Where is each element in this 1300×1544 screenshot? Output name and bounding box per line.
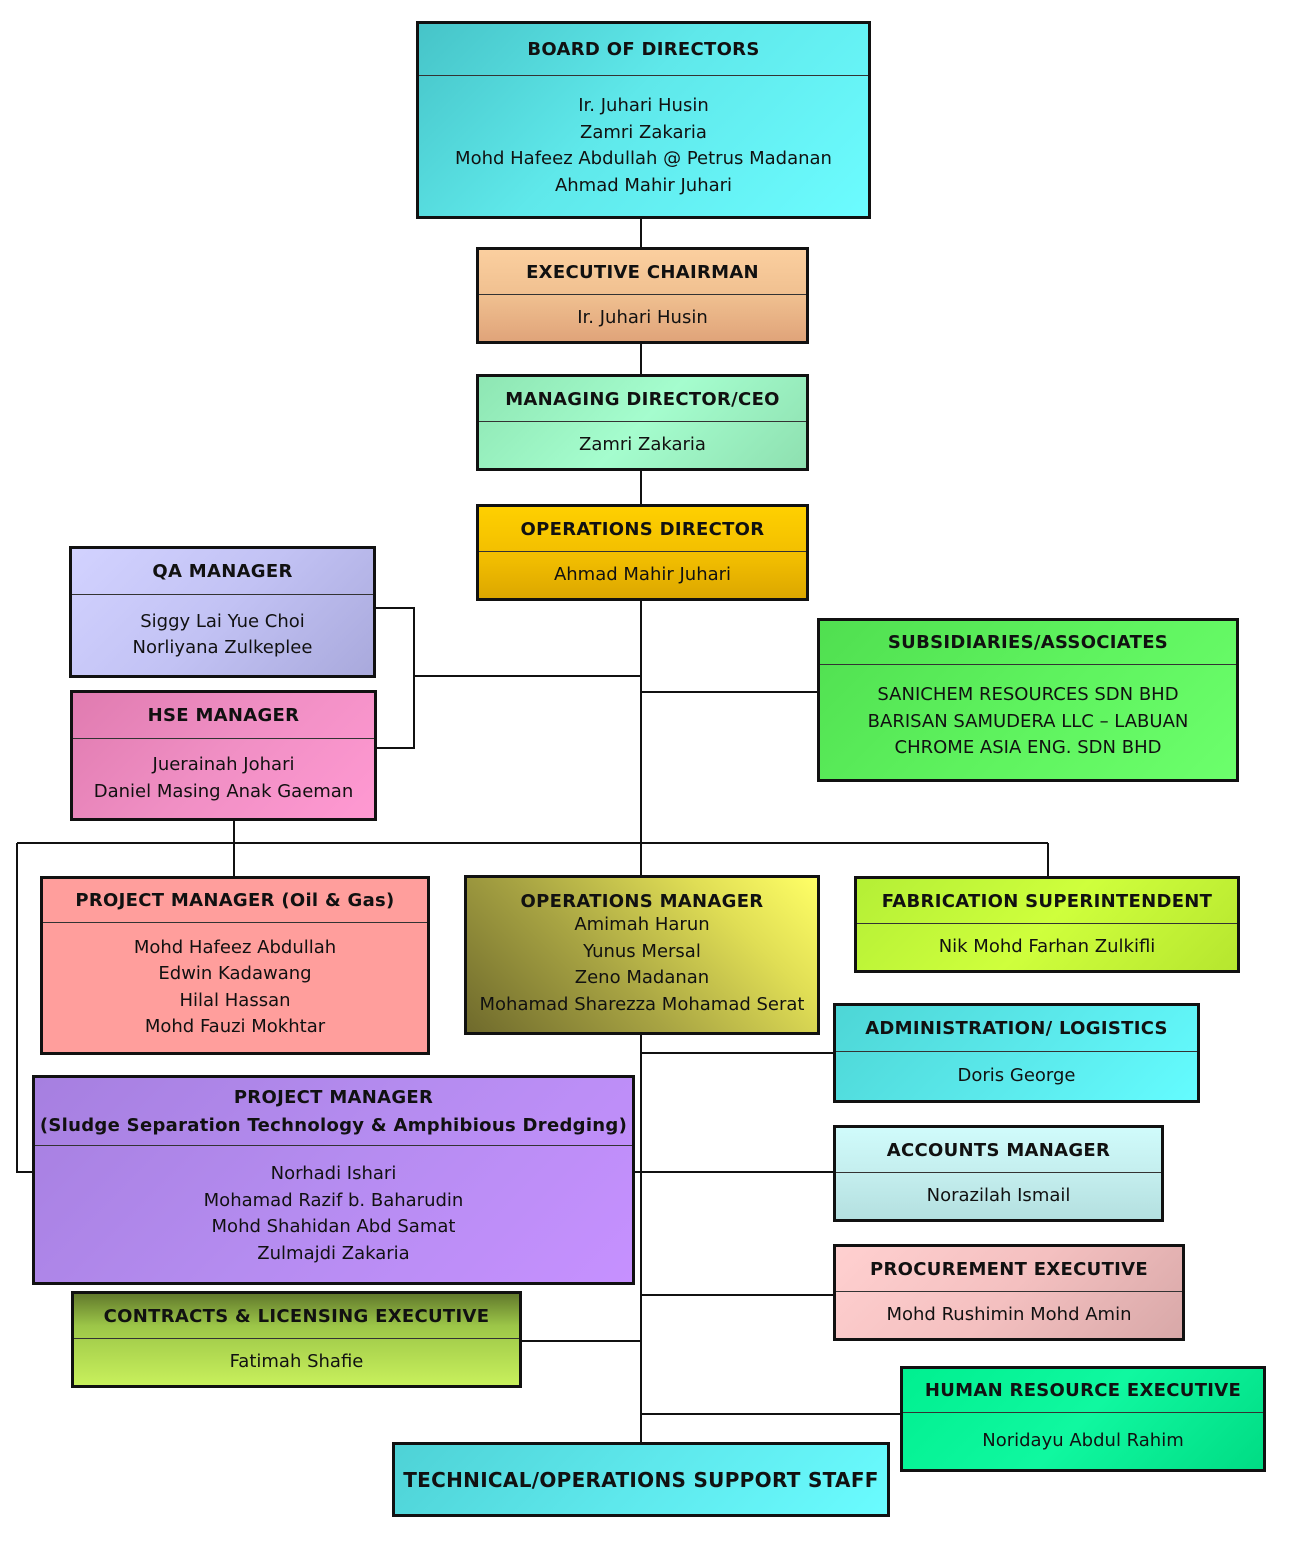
member-name: Hilal Hassan (179, 989, 291, 1011)
project-manager-sludge-box: PROJECT MANAGER (Sludge Separation Techn… (32, 1075, 635, 1285)
box-members: Amimah Harun Yunus Mersal Zeno Madanan M… (467, 912, 817, 1032)
box-title: FABRICATION SUPERINTENDENT (857, 879, 1237, 924)
member-name: Zamri Zakaria (579, 433, 706, 455)
box-title: PROJECT MANAGER (Sludge Separation Techn… (35, 1078, 632, 1146)
member-name: Juerainah Johari (152, 754, 295, 775)
box-title: PROCUREMENT EXECUTIVE (836, 1247, 1182, 1292)
box-title: OPERATIONS DIRECTOR (479, 507, 806, 552)
qa-manager-box: QA MANAGER Siggy Lai Yue Choi Norliyana … (69, 546, 376, 678)
box-members: Zamri Zakaria (479, 422, 806, 468)
box-members: Fatimah Shafie (74, 1339, 519, 1385)
administration-logistics-box: ADMINISTRATION/ LOGISTICS Doris George (833, 1003, 1200, 1103)
contracts-licensing-box: CONTRACTS & LICENSING EXECUTIVE Fatimah … (71, 1291, 522, 1388)
box-title: CONTRACTS & LICENSING EXECUTIVE (74, 1294, 519, 1339)
box-title: OPERATIONS MANAGER (520, 891, 764, 912)
company-name: SANICHEM RESOURCES SDN BHD (877, 684, 1179, 706)
box-members: Doris George (836, 1052, 1197, 1100)
member-name: Mohamad Sharezza Mohamad Serat (479, 993, 805, 1015)
box-members: Ir. Juhari Husin (479, 295, 806, 341)
member-name: Mohd Rushimin Mohd Amin (886, 1303, 1132, 1325)
member-name: Mohd Fauzi Mokhtar (144, 1016, 326, 1037)
operations-manager-box: OPERATIONS MANAGER Amimah Harun Yunus Me… (464, 875, 820, 1035)
member-name: Nik Mohd Farhan Zulkifli (938, 935, 1156, 957)
member-name: Doris George (957, 1064, 1076, 1086)
box-title: SUBSIDIARIES/ASSOCIATES (820, 621, 1236, 665)
box-title: QA MANAGER (72, 549, 373, 595)
member-name: Ir. Juhari Husin (577, 306, 708, 328)
procurement-executive-box: PROCUREMENT EXECUTIVE Mohd Rushimin Mohd… (833, 1244, 1185, 1341)
box-members: Juerainah Johari Daniel Masing Anak Gaem… (73, 739, 374, 818)
box-members: Norazilah Ismail (836, 1173, 1161, 1219)
member-name: Ir. Juhari Husin (578, 95, 709, 116)
box-title: PROJECT MANAGER (Oil & Gas) (43, 879, 427, 923)
human-resource-box: HUMAN RESOURCE EXECUTIVE Noridayu Abdul … (900, 1366, 1266, 1472)
member-name: Daniel Masing Anak Gaeman (93, 780, 354, 802)
box-title-line: PROJECT MANAGER (233, 1086, 434, 1108)
member-name: Edwin Kadawang (158, 963, 312, 984)
member-name: Zeno Madanan (574, 967, 710, 988)
member-name: Mohd Hafeez Abdullah (133, 936, 337, 958)
member-name: Noridayu Abdul Rahim (982, 1429, 1184, 1451)
member-name: Norliyana Zulkeplee (132, 637, 313, 658)
box-title: EXECUTIVE CHAIRMAN (479, 250, 806, 295)
box-members: Ahmad Mahir Juhari (479, 552, 806, 598)
member-name: Yunus Mersal (583, 940, 701, 962)
executive-chairman-box: EXECUTIVE CHAIRMAN Ir. Juhari Husin (476, 247, 809, 344)
member-name: Mohd Shahidan Abd Samat (211, 1216, 456, 1237)
member-name: Amimah Harun (574, 914, 710, 935)
box-title: MANAGING DIRECTOR/CEO (479, 377, 806, 422)
company-name: CHROME ASIA ENG. SDN BHD (894, 737, 1162, 759)
box-members: Norhadi Ishari Mohamad Razif b. Baharudi… (35, 1146, 632, 1282)
member-name: Siggy Lai Yue Choi (140, 610, 305, 632)
box-title: TECHNICAL/OPERATIONS SUPPORT STAFF (403, 1467, 879, 1492)
member-name: Fatimah Shafie (229, 1350, 364, 1372)
box-members: SANICHEM RESOURCES SDN BHD BARISAN SAMUD… (820, 665, 1236, 779)
project-manager-oil-gas-box: PROJECT MANAGER (Oil & Gas) Mohd Hafeez … (40, 876, 430, 1055)
hse-manager-box: HSE MANAGER Juerainah Johari Daniel Masi… (70, 690, 377, 821)
connector-bus-pmss (16, 843, 32, 1173)
managing-director-box: MANAGING DIRECTOR/CEO Zamri Zakaria (476, 374, 809, 471)
member-name: Zamri Zakaria (580, 121, 707, 143)
box-title: HUMAN RESOURCE EXECUTIVE (903, 1369, 1263, 1413)
accounts-manager-box: ACCOUNTS MANAGER Norazilah Ismail (833, 1125, 1164, 1222)
box-title: BOARD OF DIRECTORS (419, 24, 868, 76)
member-name: Mohd Hafeez Abdullah @ Petrus Madanan (455, 148, 832, 169)
member-name: Mohamad Razif b. Baharudin (203, 1189, 464, 1211)
member-name: Ahmad Mahir Juhari (553, 563, 732, 585)
member-name: Zulmajdi Zakaria (257, 1242, 410, 1264)
subsidiaries-associates-box: SUBSIDIARIES/ASSOCIATES SANICHEM RESOURC… (817, 618, 1239, 782)
box-members: Ir. Juhari Husin Zamri Zakaria Mohd Hafe… (419, 76, 868, 216)
box-members: Noridayu Abdul Rahim (903, 1413, 1263, 1469)
box-members: Mohd Hafeez Abdullah Edwin Kadawang Hila… (43, 923, 427, 1052)
operations-director-box: OPERATIONS DIRECTOR Ahmad Mahir Juhari (476, 504, 809, 601)
box-members: Siggy Lai Yue Choi Norliyana Zulkeplee (72, 595, 373, 675)
member-name: Norazilah Ismail (926, 1184, 1071, 1206)
company-name: BARISAN SAMUDERA LLC – LABUAN (867, 710, 1189, 732)
box-members: Nik Mohd Farhan Zulkifli (857, 924, 1237, 970)
box-title: ADMINISTRATION/ LOGISTICS (836, 1006, 1197, 1052)
box-members: Mohd Rushimin Mohd Amin (836, 1292, 1182, 1338)
connector-qa-hse-bracket (376, 607, 415, 749)
box-title: HSE MANAGER (73, 693, 374, 739)
box-title-line: (Sludge Separation Technology & Amphibio… (39, 1114, 628, 1136)
technical-support-staff-box: TECHNICAL/OPERATIONS SUPPORT STAFF (392, 1442, 890, 1517)
fabrication-superintendent-box: FABRICATION SUPERINTENDENT Nik Mohd Farh… (854, 876, 1240, 973)
board-of-directors-box: BOARD OF DIRECTORS Ir. Juhari Husin Zamr… (416, 21, 871, 219)
box-title: ACCOUNTS MANAGER (836, 1128, 1161, 1173)
member-name: Norhadi Ishari (270, 1163, 397, 1184)
member-name: Ahmad Mahir Juhari (554, 174, 733, 196)
